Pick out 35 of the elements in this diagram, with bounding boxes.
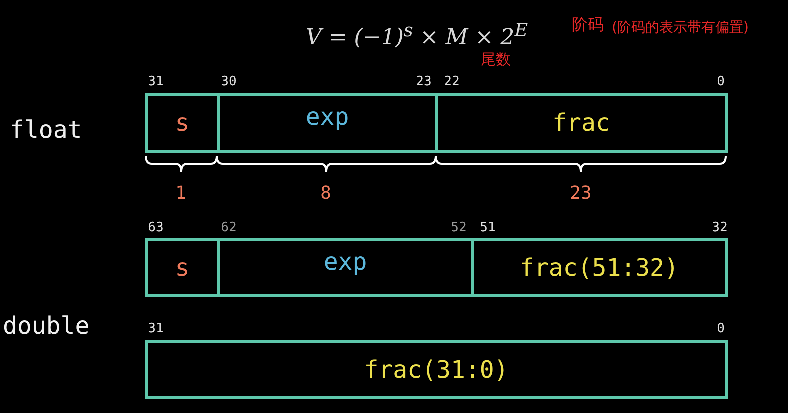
field-name: exp [324,248,368,276]
type-label: float [10,118,82,142]
bit-index: 32 [712,222,728,234]
annotation: (阶码的表示带有偏置) [612,21,749,35]
type-label: double [3,314,90,338]
bit-field [435,93,728,153]
bit-index: 51 [480,222,496,234]
field-name: frac(31:0) [364,356,509,384]
field-name: frac [552,109,610,137]
bit-width: 8 [320,185,332,203]
bit-index: 52 [451,222,467,234]
bit-index: 0 [717,322,725,336]
bit-index: 30 [221,76,237,88]
bit-index: 22 [444,76,460,88]
field-name: s [175,109,190,137]
field-name: exp [306,103,350,131]
bit-index: 63 [148,222,164,234]
bit-field [217,93,438,153]
bit-width: 1 [176,185,186,203]
annotation: 阶码 [572,17,604,33]
bit-field [145,340,728,399]
annotation: 尾数 [481,52,511,68]
bit-index: 0 [717,76,725,88]
field-name: s [175,254,190,282]
bit-index: 62 [221,222,237,234]
bit-index: 31 [148,322,164,336]
bit-width: 23 [570,185,592,203]
bit-field [145,238,220,297]
formula: V = (−1)$^{s}$ × M × 2$^{E}$ [306,22,528,50]
bit-field [217,238,474,297]
bit-index: 31 [148,76,164,88]
bit-field [471,238,728,297]
field-name: frac(51:32) [520,254,679,282]
bit-index: 23 [416,76,432,88]
bit-field [145,93,220,153]
